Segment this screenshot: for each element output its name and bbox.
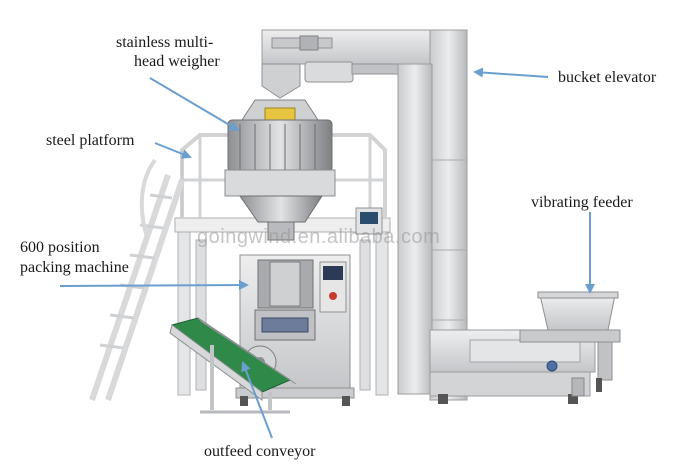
- vibrating-feeder: [519, 291, 621, 392]
- multihead-weigher: [224, 99, 336, 241]
- label-weigher-line2: head weigher: [134, 53, 220, 70]
- label-packing-line2: packing machine: [20, 259, 129, 276]
- label-weigher-line1: stainless multi-: [116, 34, 214, 51]
- packing-machine-arrow: [59, 280, 249, 291]
- bucket-elevator-arrow: [473, 67, 549, 78]
- label-packing-line1: 600 position: [20, 239, 100, 256]
- callout-arrows: [59, 67, 595, 439]
- watermark-text: goingwind.en.alibaba.com: [197, 226, 441, 248]
- label-bucket-elevator: bucket elevator: [558, 69, 657, 86]
- label-vibrating-feeder: vibrating feeder: [531, 194, 633, 211]
- outfeed-conveyor: [169, 317, 297, 414]
- weigher-arrow: [149, 77, 240, 132]
- steel-platform-arrow: [154, 142, 192, 159]
- steel-platform: [89, 133, 391, 401]
- label-steel-platform: steel platform: [46, 132, 135, 149]
- label-outfeed-conveyor: outfeed conveyor: [204, 443, 316, 460]
- outfeed-conveyor-arrow: [241, 361, 273, 439]
